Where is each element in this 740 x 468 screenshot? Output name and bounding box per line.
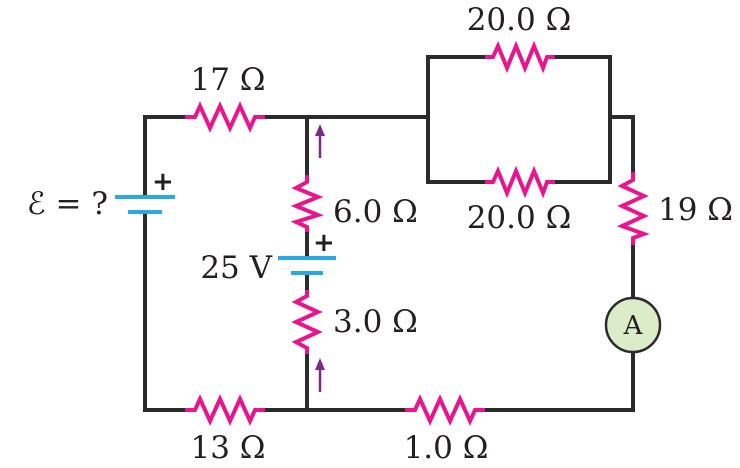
label-25-volt: 25 V xyxy=(200,250,272,286)
resistor-17-ohm xyxy=(185,101,265,133)
resistor-20-ohm-top xyxy=(485,40,555,74)
ammeter-label: A xyxy=(623,311,644,341)
resistor-20-ohm-bottom xyxy=(485,165,555,199)
wire-right-top xyxy=(608,115,635,174)
battery-emf-unknown: + xyxy=(115,167,175,214)
wires xyxy=(143,55,635,412)
label-emf-unknown: ℰ = ? xyxy=(27,186,108,222)
label-19-ohm: 19 Ω xyxy=(658,192,733,228)
wire-top-left xyxy=(143,115,187,199)
resistor-13-ohm xyxy=(185,394,265,426)
current-arrow-lower xyxy=(315,358,325,392)
resistor-6-ohm xyxy=(290,175,324,232)
label-6-ohm: 6.0 Ω xyxy=(333,194,418,230)
wire-bottom-right xyxy=(483,351,635,412)
ammeter: A xyxy=(604,296,662,354)
label-20-ohm-bottom: 20.0 Ω xyxy=(467,200,572,236)
label-13-ohm: 13 Ω xyxy=(190,430,265,466)
resistor-3-ohm xyxy=(291,290,323,354)
label-1-ohm: 1.0 Ω xyxy=(404,430,489,466)
resistor-1-ohm xyxy=(405,394,485,426)
label-20-ohm-top: 20.0 Ω xyxy=(467,2,572,38)
current-arrow-upper xyxy=(315,124,325,158)
wire-par-top-right xyxy=(553,55,612,184)
wire-par-top-left xyxy=(426,55,487,184)
ammeter-circle xyxy=(604,296,662,354)
label-17-ohm: 17 Ω xyxy=(190,62,265,98)
wire-left-lower xyxy=(143,210,187,412)
battery-mid-plus-sign: + xyxy=(313,228,335,258)
label-3-ohm: 3.0 Ω xyxy=(333,304,418,340)
battery-left-plus-sign: + xyxy=(152,167,174,197)
arrow-lower-head xyxy=(315,358,325,370)
battery-25-volt: + xyxy=(278,228,336,275)
arrow-upper-head xyxy=(315,124,325,136)
resistor-19-ohm xyxy=(616,172,650,245)
